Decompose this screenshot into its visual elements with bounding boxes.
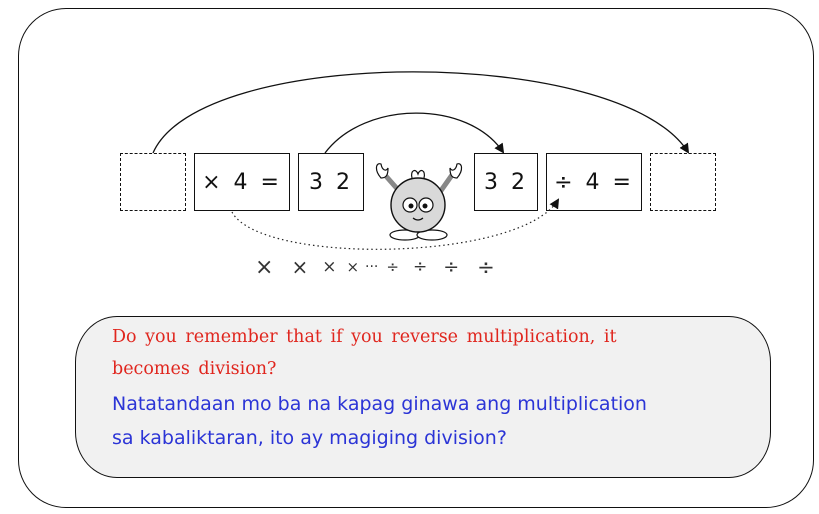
blank-box-left (120, 153, 186, 211)
filipino-line-1: Natatandaan mo ba na kapag ginawa ang mu… (112, 393, 647, 415)
operation-signs-row: × × × × ··· ÷ ÷ ÷ ÷ (255, 254, 495, 280)
times-sign: × (322, 257, 337, 277)
blank-box-right (650, 153, 716, 211)
thirty-two-box-left: 3 2 (298, 153, 364, 211)
divide-sign: ÷ (477, 255, 495, 279)
english-line-1: Do you remember that if you reverse mult… (112, 327, 617, 347)
ellipsis: ··· (365, 259, 379, 275)
times-sign: × (291, 255, 309, 279)
english-line-2: becomes division? (112, 359, 277, 379)
times-sign: × (255, 254, 274, 280)
divide-sign: ÷ (443, 256, 460, 278)
times-sign: × (346, 258, 360, 276)
message-bubble (75, 316, 771, 478)
divide-sign: ÷ (386, 258, 399, 276)
times-four-box: × 4 = (194, 153, 290, 211)
divide-sign: ÷ (412, 257, 428, 277)
filipino-line-2: sa kabaliktaran, ito ay magiging divisio… (112, 427, 507, 449)
thirty-two-box-right: 3 2 (474, 153, 538, 211)
divide-four-box: ÷ 4 = (546, 153, 642, 211)
